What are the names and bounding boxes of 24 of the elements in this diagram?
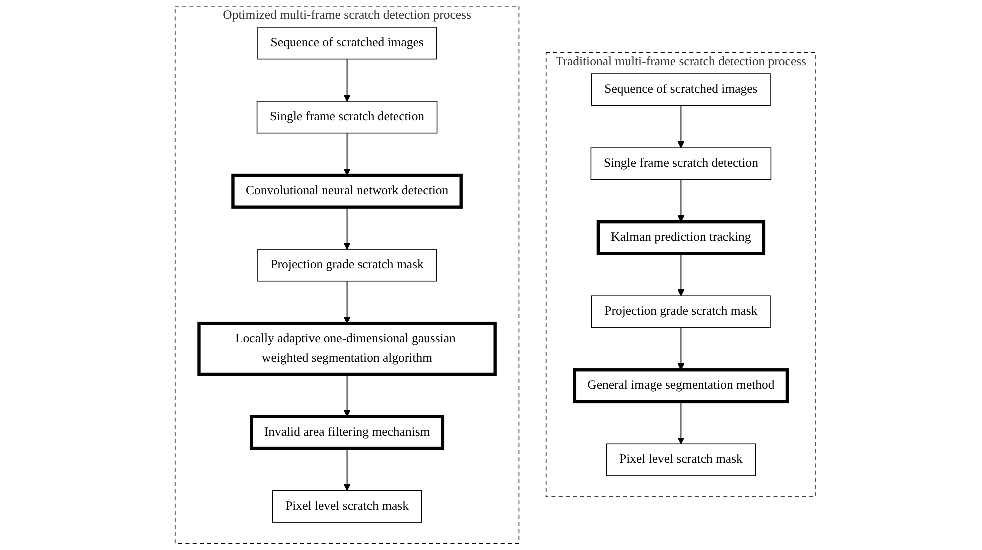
arrow [678,179,685,222]
node-box: Pixel level scratch mask [272,490,422,523]
node-box: Single frame scratch detection [590,148,772,180]
arrow [678,401,685,444]
arrow [344,132,351,176]
arrow [344,58,351,102]
node-box: Sequence of scratched images [592,74,771,106]
arrow [678,253,685,296]
node-box: Pixel level scratch mask [606,444,756,476]
node-box: Invalid area filtering mechanism [250,415,445,450]
node-box: Sequence of scratched images [258,27,437,60]
arrow [344,206,351,250]
node-box: Kalman prediction tracking [596,220,766,256]
arrow [678,327,685,370]
node-box: Locally adaptive one-dimensional gaussian weighted segmentation algorithm [198,322,497,376]
arrow [344,448,351,492]
node-box: Projection grade scratch mask [258,249,437,282]
node-box: General image segmentation method [573,368,790,404]
node-box: Projection grade scratch mask [592,296,771,328]
arrow [344,374,351,417]
node-box: Convolutional neural network detection [232,174,463,209]
arrow [678,105,685,148]
node-box: Single frame scratch detection [256,101,438,134]
arrow [344,280,351,324]
